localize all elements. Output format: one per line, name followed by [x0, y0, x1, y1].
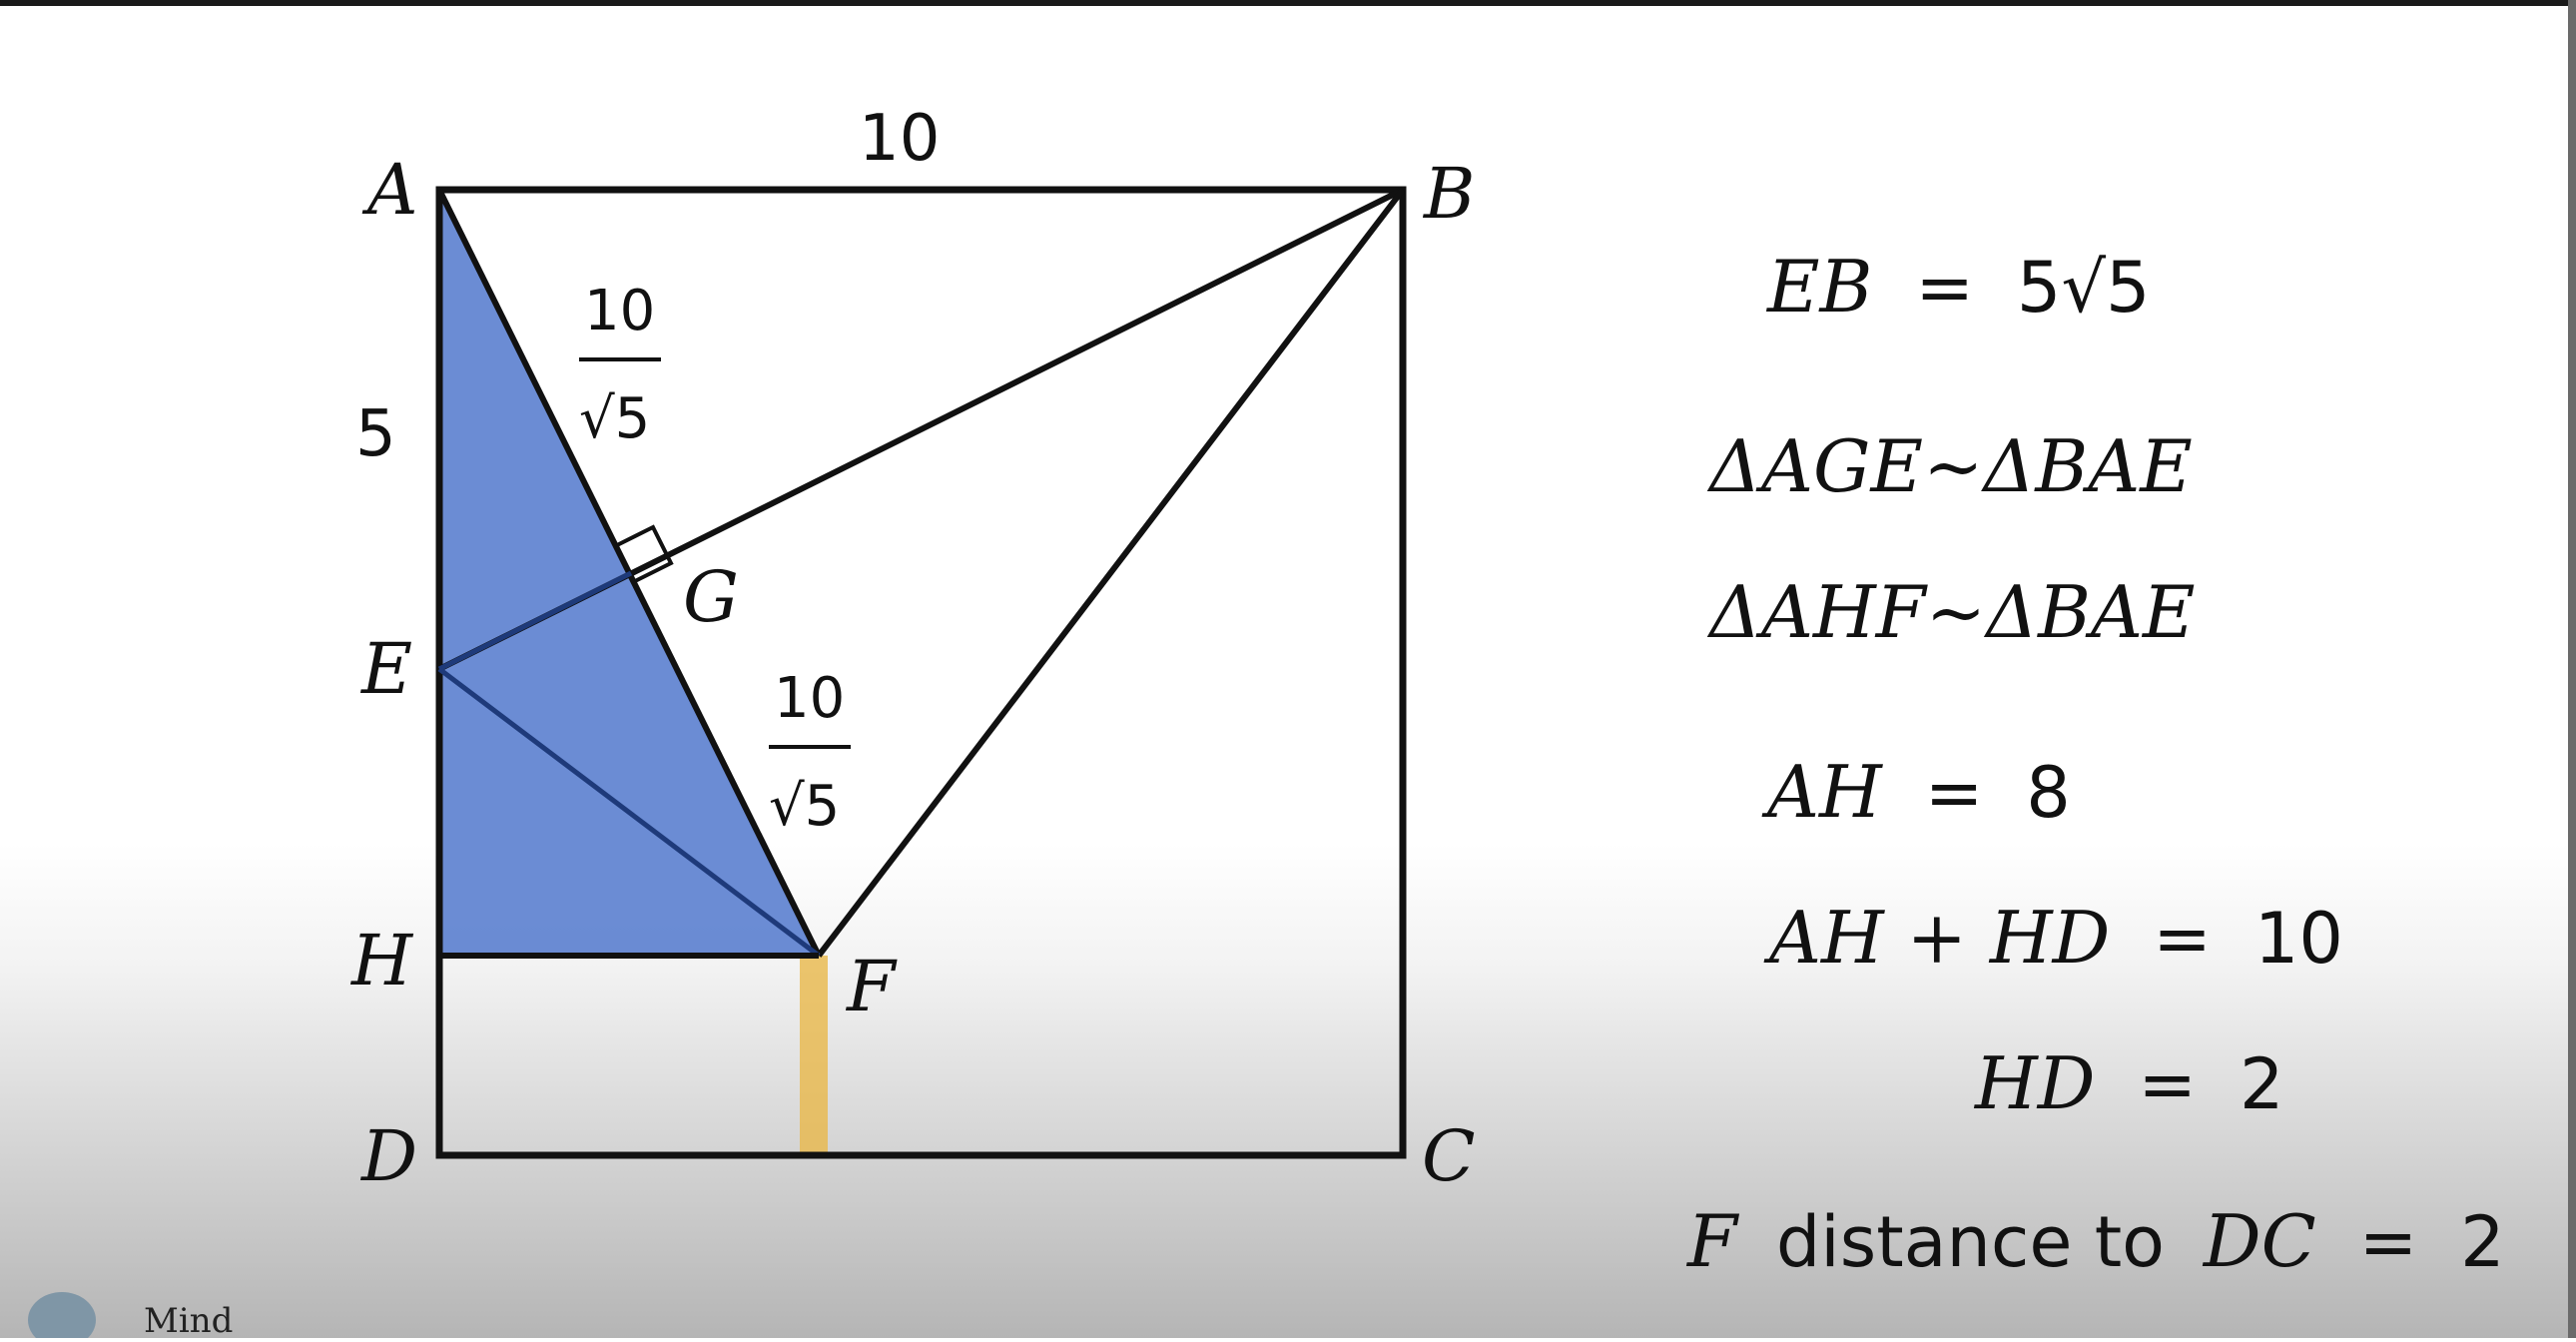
equation-F-distance-var: F [1685, 1199, 1740, 1283]
equation-HD: HD = 2 [1973, 1041, 2284, 1125]
equation-similar-AHF-BAE: ΔAHF~ΔBAE [1706, 570, 2196, 654]
equation-EB-op: = [1915, 247, 1974, 329]
right-border [2568, 0, 2576, 1338]
point-label-B: B [1422, 153, 1475, 235]
point-label-D: D [359, 1115, 417, 1197]
right-angle-marker [616, 524, 674, 583]
equation-F-distance-words: distance to [1776, 1201, 2165, 1283]
equation-F-distance-value: 2 [2460, 1201, 2505, 1283]
line-FB [816, 188, 1406, 958]
label-AE: 5 [355, 397, 396, 471]
equation-AH: AH = 8 [1761, 750, 2071, 834]
equation-HD-rhs: 2 [2240, 1043, 2284, 1125]
equation-AH-plus-HD: AH + HD = 10 [1763, 896, 2343, 980]
top-border [0, 0, 2576, 6]
equation-AH-plus-HD-lhs: AH + HD [1763, 896, 2110, 980]
channel-logo-icon [28, 1292, 96, 1342]
equation-AH-rhs: 8 [2026, 752, 2071, 834]
equation-HD-lhs: HD [1973, 1041, 2096, 1125]
equation-AH-lhs: AH [1761, 750, 1883, 834]
point-label-G: G [683, 556, 739, 638]
point-label-H: H [349, 920, 414, 1002]
equation-EB-rhs: 5√5 [2017, 247, 2151, 329]
square-ABCD [435, 186, 1407, 1159]
frac-GF-denominator: √5 [769, 774, 840, 839]
equation-EB-lhs: EB [1765, 245, 1872, 329]
point-label-F: F [845, 946, 898, 1027]
frac-AG-numerator: 10 [584, 279, 655, 343]
equation-F-distance-target: DC [2202, 1199, 2316, 1283]
frac-AG-denominator: √5 [579, 386, 650, 451]
equation-HD-op: = [2138, 1043, 2197, 1125]
line-EG-shaded [437, 570, 633, 672]
point-label-A: A [361, 149, 418, 231]
equation-similar-AGE-BAE-text: ΔAGE~ΔBAE [1706, 424, 2193, 508]
equation-similar-AHF-BAE-text: ΔAHF~ΔBAE [1706, 570, 2196, 654]
point-label-E: E [359, 628, 412, 710]
label-top-side: 10 [859, 102, 940, 176]
line-EF [437, 667, 821, 958]
highlight-F-to-DC [800, 956, 828, 1155]
equation-EB: EB = 5√5 [1765, 245, 2151, 329]
equation-AH-op: = [1925, 752, 1984, 834]
equation-similar-AGE-BAE: ΔAGE~ΔBAE [1706, 424, 2193, 508]
equation-F-distance-op: = [2359, 1201, 2418, 1283]
frac-GF-numerator: 10 [774, 666, 845, 731]
equation-AH-plus-HD-rhs: 10 [2254, 898, 2343, 980]
equation-AH-plus-HD-op: = [2153, 898, 2212, 980]
channel-watermark: Mind [144, 1301, 233, 1338]
point-label-C: C [1422, 1115, 1476, 1197]
equation-F-distance: F distance to DC = 2 [1685, 1199, 2505, 1283]
